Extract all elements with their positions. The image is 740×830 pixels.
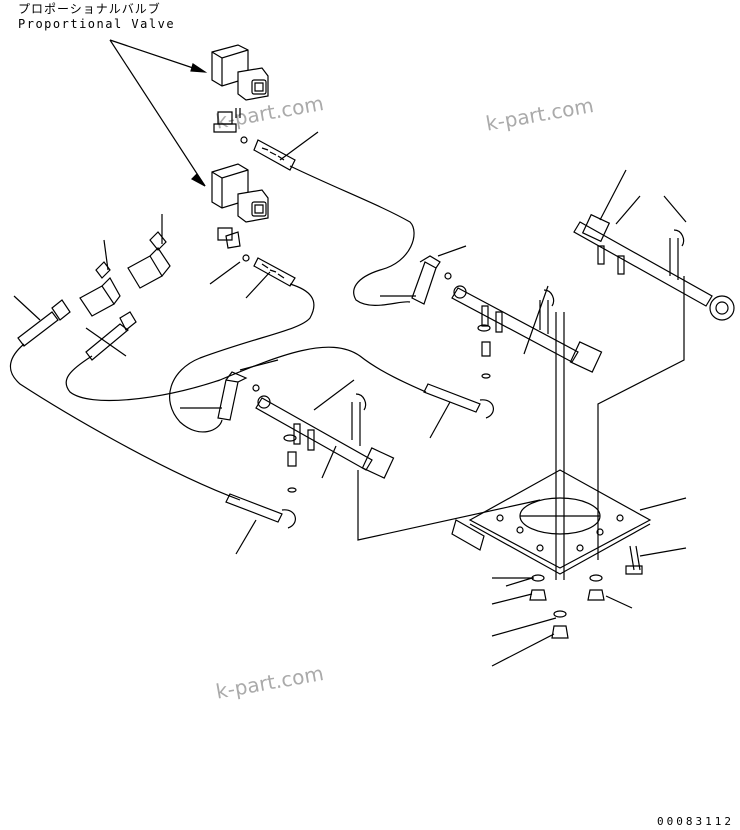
proportional-valve-label-en: Proportional Valve — [18, 17, 176, 31]
proportional-valve-lower — [212, 164, 268, 222]
document-number: 00083112 — [657, 815, 734, 828]
fasteners — [530, 546, 642, 638]
proportional-valve-upper — [212, 45, 268, 118]
elbow-fittings — [80, 232, 170, 316]
small-parts — [253, 273, 490, 492]
base-plate — [452, 470, 650, 574]
proportional-valve-label-jp: プロポーショナルバルブ — [18, 2, 161, 16]
manifold-center — [452, 286, 602, 372]
hoses — [10, 166, 426, 500]
hose-ends — [218, 256, 493, 528]
label-arrows — [110, 40, 205, 186]
hose-fittings — [18, 140, 295, 360]
leader-lines — [14, 132, 686, 666]
manifold-right — [574, 215, 734, 320]
manifold-lower — [256, 394, 394, 478]
tube-lines — [358, 276, 684, 580]
fittings-upper — [214, 112, 249, 261]
